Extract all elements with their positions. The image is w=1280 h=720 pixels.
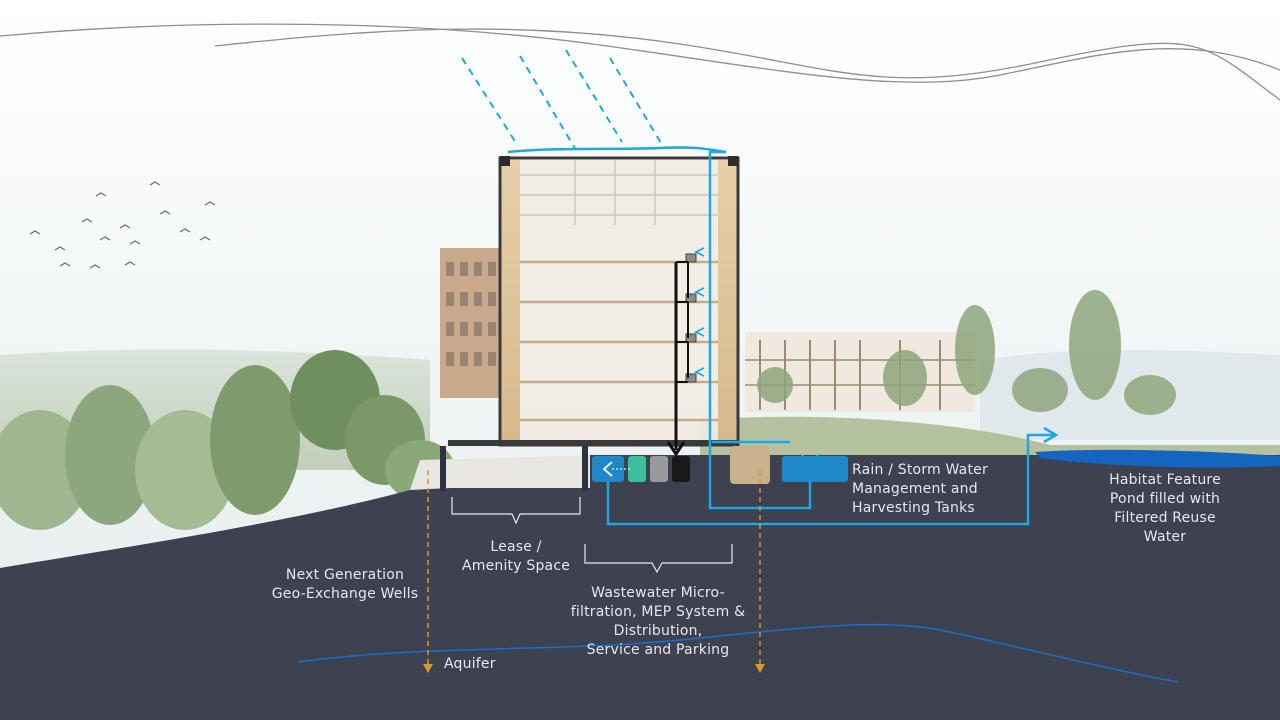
birds (29, 181, 216, 269)
geo-exchange-label: Next Generation Geo-Exchange Wells (271, 567, 419, 602)
roof-collection-line (507, 146, 727, 154)
geo-exchange-wells (427, 470, 761, 668)
left-background-building (440, 248, 500, 398)
lease-brace (451, 497, 581, 525)
trees-right (757, 290, 1176, 415)
plaza (410, 455, 600, 490)
floor-distribution-arrows (693, 247, 705, 377)
main-building-section (440, 156, 740, 491)
habitat-pond (1035, 449, 1280, 468)
geo-well-arrowheads (423, 664, 765, 673)
rain-dashes (461, 49, 665, 151)
aquifer-label: Aquifer (444, 656, 496, 672)
wastewater-brace (584, 544, 733, 574)
lawn-right (700, 416, 1280, 460)
trees-left (0, 350, 455, 530)
supply-riser (666, 253, 697, 457)
sky-wave-lines (0, 23, 1280, 101)
aquifer-line (297, 623, 1179, 683)
lease-amenity-label: Lease / Amenity Space (461, 539, 571, 574)
habitat-pond-label: Habitat Feature Pond filled with Filtere… (1109, 472, 1221, 545)
storm-water-pipe (606, 150, 1059, 526)
wastewater-label: Wastewater Micro- filtration, MEP System… (570, 585, 746, 658)
rain-storm-label: Rain / Storm Water Management and Harves… (852, 462, 988, 516)
ground-section (0, 455, 1280, 720)
